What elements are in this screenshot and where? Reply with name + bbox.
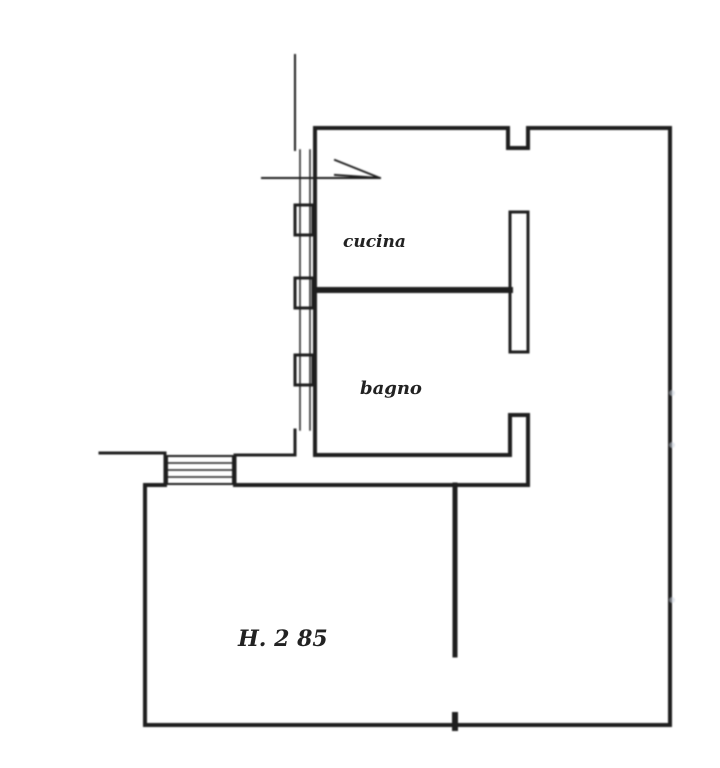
exterior-line-lower (233, 428, 297, 487)
wall-corridor-top (233, 413, 530, 487)
north-arrow-icon (261, 158, 381, 179)
wall-outer (143, 126, 672, 727)
room-label-height: H. 2 85 (238, 626, 328, 652)
wall-stub (508, 210, 530, 354)
window (293, 276, 315, 310)
window (293, 353, 315, 387)
room-label-cucina: cucina (343, 232, 406, 252)
entry-line (98, 451, 167, 487)
window (293, 203, 315, 237)
room-label-bagno: bagno (360, 378, 422, 399)
